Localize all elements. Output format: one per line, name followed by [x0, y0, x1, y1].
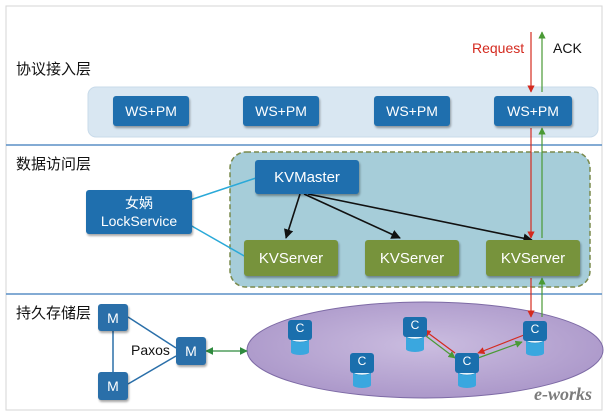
paxos-master-node[interactable]: M [176, 337, 206, 365]
master-to-kv2-arrow [303, 193, 401, 239]
lock-service-name-cn: 女娲 [125, 195, 153, 211]
lock-to-kvserver-line [189, 224, 247, 258]
persistence-layer-label: 持久存储层 [16, 305, 92, 322]
storage-node[interactable]: C [455, 353, 479, 373]
storage-node[interactable]: C [523, 321, 547, 341]
request-label: Request [472, 40, 525, 56]
storage-node[interactable]: C [403, 317, 427, 337]
paxos-master-node[interactable]: M [98, 304, 128, 331]
paxos-master-node[interactable]: M [98, 372, 128, 400]
replicate-green-2 [425, 335, 456, 359]
lock-to-master-line [189, 177, 257, 201]
ws-pm-node[interactable]: WS+PM [494, 96, 572, 126]
kv-server-node[interactable]: KVServer [486, 240, 580, 276]
kv-server-node[interactable]: KVServer [365, 240, 459, 276]
lock-service-node[interactable]: 女娲 LockService [86, 190, 192, 234]
replicate-green-1 [477, 340, 523, 359]
protocol-layer-label: 协议接入层 [16, 61, 92, 78]
paxos-label: Paxos [131, 342, 170, 358]
master-to-kv3-arrow [307, 193, 533, 243]
ws-pm-node[interactable]: WS+PM [113, 96, 189, 126]
lock-service-name-en: LockService [100, 213, 178, 229]
outer-frame [5, 5, 603, 411]
kv-master-node[interactable]: KVMaster [255, 160, 359, 194]
paxos-edge-top [127, 316, 177, 349]
storage-node[interactable]: C [288, 320, 312, 340]
watermark-logo: e-works [534, 384, 592, 404]
ws-pm-node[interactable]: WS+PM [243, 96, 319, 126]
ack-label: ACK [553, 40, 582, 56]
protocol-panel [87, 86, 599, 138]
storage-node[interactable]: C [350, 353, 374, 373]
kv-server-node[interactable]: KVServer [244, 240, 338, 276]
replicate-red-2 [423, 329, 456, 354]
replicate-red-1 [477, 334, 525, 354]
paxos-edge-bottom [127, 355, 177, 385]
master-to-kv1-arrow [284, 193, 301, 239]
ws-pm-node[interactable]: WS+PM [374, 96, 450, 126]
data-access-layer-label: 数据访问层 [16, 156, 92, 173]
